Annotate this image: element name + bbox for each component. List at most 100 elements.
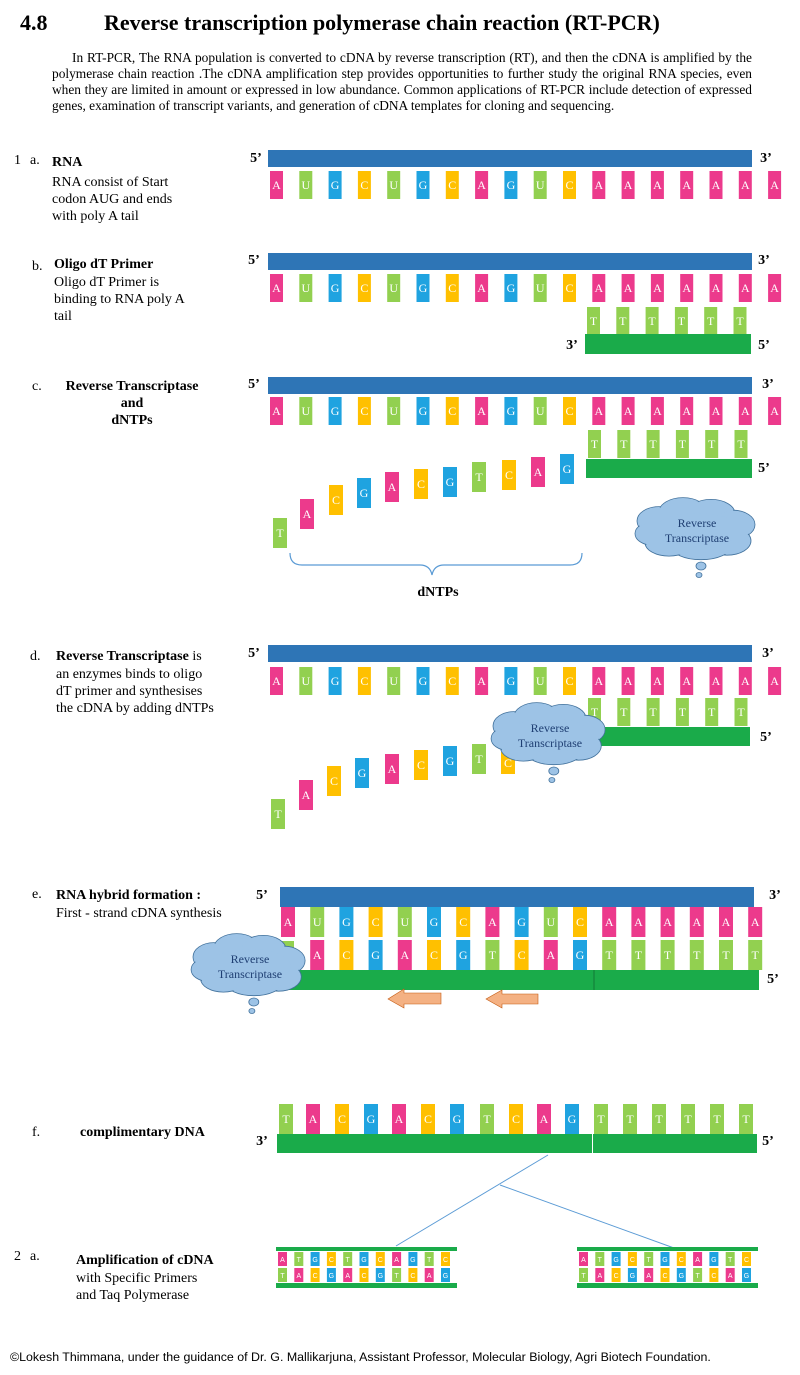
cdna-f-base-4-letter: G <box>367 1112 376 1126</box>
step-letter-2a: a. <box>30 1249 40 1264</box>
rna-c-base-18-letter: A <box>770 404 779 418</box>
amp-right-bottom-2: A <box>595 1268 605 1282</box>
amp-right-top-letter-5: T <box>647 1257 652 1264</box>
primer-c-base-3: T <box>646 430 660 458</box>
rna-c-base-1-letter: A <box>272 404 281 418</box>
rna-c-base-16-box <box>709 397 723 425</box>
enzyme-cloud-e-label-2: Transcriptase <box>218 967 282 981</box>
cdna-f-base-16: T <box>710 1104 724 1134</box>
dntp-c-6-box <box>414 469 428 499</box>
rna-c-base-7-box <box>445 397 459 425</box>
step-title-oligo-dt: Oligo dT Primer <box>54 257 154 272</box>
primer-strand-c <box>586 459 752 478</box>
rna-d-base-10: U <box>533 667 547 695</box>
rna-d-base-8-letter: A <box>477 674 486 688</box>
rna-e-base-14-letter: A <box>663 915 672 929</box>
primer-d-base-4: T <box>675 698 689 726</box>
dntp-d-8-box <box>472 744 486 774</box>
step-text-oligo-dt: Oligo dT Primer is binding to RNA poly A… <box>54 275 185 324</box>
amp-right-bottom-letter-4: G <box>630 1273 635 1280</box>
page-title: Reverse transcription polymerase chain r… <box>104 10 660 35</box>
cdna-f-base-9-box <box>509 1104 523 1134</box>
cdna-f-base-3-letter: C <box>338 1112 346 1126</box>
rna-e-base-3: G <box>339 907 354 937</box>
enzyme-cloud-d-tail-1 <box>548 766 560 776</box>
amp-left-bottom-5: A <box>343 1268 353 1282</box>
rna-a-base-6-letter: G <box>419 178 428 192</box>
rna-e-base-13-box <box>631 907 646 937</box>
rna-d-base-4-box <box>357 667 371 695</box>
amp-right-bottom-box-7 <box>676 1268 686 1282</box>
rna-d-base-13: A <box>621 667 635 695</box>
rna-b-base-5: U <box>387 274 401 302</box>
rna-c-base-16-letter: A <box>712 404 721 418</box>
dntp-d-8-letter: T <box>475 752 483 766</box>
amp-right-top-letter-11: C <box>744 1257 749 1264</box>
amp-right-bottom-letter-3: C <box>614 1273 619 1280</box>
rna-c-base-6-letter: G <box>419 404 428 418</box>
primer-d-base-5-letter: T <box>708 705 716 719</box>
amp-left-top-letter-4: C <box>329 1257 334 1264</box>
amp-right-bottom-9: C <box>709 1268 719 1282</box>
rna-c-base-1: A <box>270 397 283 425</box>
amp-right-top-letter-6: G <box>662 1257 667 1264</box>
dntps-label: dNTPs <box>417 585 459 600</box>
rna-a-base-1: A <box>270 171 283 199</box>
amp-right-top-8: A <box>693 1252 703 1266</box>
cdna-e-base-8-letter: T <box>489 948 497 962</box>
rna-a-base-7: C <box>445 171 459 199</box>
rna-d-base-18-box <box>768 667 782 695</box>
rna-c-base-18: A <box>768 397 782 425</box>
amp-left-bottom-4: G <box>326 1268 336 1282</box>
rna-b-base-5-box <box>387 274 401 302</box>
rna-b-base-3: G <box>328 274 342 302</box>
rna-e-base-14: A <box>660 907 675 937</box>
cdna-e-base-10-letter: A <box>546 948 555 962</box>
rna-e-base-11-letter: C <box>576 915 584 929</box>
rna-c-base-2-letter: U <box>301 404 310 418</box>
rna-strand-a <box>268 150 752 167</box>
primer-d-base-5-box <box>705 698 719 726</box>
rna-c-base-17-letter: A <box>741 404 750 418</box>
rna-b-base-8-box <box>475 274 489 302</box>
amp-right-top-letter-4: C <box>630 1257 635 1264</box>
cdna-f-base-3: C <box>335 1104 349 1134</box>
rna-a-base-17-letter: A <box>741 178 750 192</box>
rna-c-base-12-letter: A <box>594 404 603 418</box>
amp-left-bottom-letter-3: C <box>313 1273 318 1280</box>
rna-b-base-6-box <box>416 274 430 302</box>
dntp-d-5-letter: A <box>388 762 397 776</box>
dntp-c-2-letter: A <box>303 507 312 521</box>
rna-e-5prime: 5’ <box>256 888 268 903</box>
rna-b-base-4-letter: C <box>360 281 368 295</box>
amp-right-top-letter-9: G <box>711 1257 716 1264</box>
dntp-c-8-letter: T <box>475 470 483 484</box>
rna-c-base-5-letter: U <box>389 404 398 418</box>
cdna-f-base-11-letter: G <box>568 1112 577 1126</box>
primer-c-base-4-letter: T <box>679 437 687 451</box>
rna-c-base-12: A <box>592 397 606 425</box>
cdna-e-base-16-letter: T <box>722 948 730 962</box>
primer-b-base-4-box <box>674 307 688 335</box>
copyright-footer: ©Lokesh Thimmana, under the guidance of … <box>10 1350 711 1364</box>
rna-d-base-7: C <box>445 667 459 695</box>
dntp-c-10: A <box>531 457 545 487</box>
rna-e-base-14-box <box>660 907 675 937</box>
rna-c-base-15: A <box>680 397 694 425</box>
cdna-e-base-14-letter: T <box>664 948 672 962</box>
amp-right-top-letter-3: G <box>613 1257 618 1264</box>
amp-right-bottom-10: A <box>725 1268 735 1282</box>
dntp-c-4: G <box>357 478 371 508</box>
amp-right-top-6: G <box>660 1252 670 1266</box>
rna-e-base-15-box <box>689 907 704 937</box>
rna-b-base-11-letter: C <box>565 281 573 295</box>
rna-a-base-4: C <box>357 171 371 199</box>
rna-e-base-6-box <box>427 907 441 937</box>
amp-left-bottom-6: C <box>359 1268 369 1282</box>
dntp-c-7-box <box>443 467 457 497</box>
rna-e-base-17-letter: A <box>751 915 760 929</box>
rna-e-base-5-box <box>397 907 412 937</box>
amp-right-strand-bottom <box>577 1283 758 1288</box>
rna-a-base-9-letter: G <box>507 178 516 192</box>
rna-strand-e <box>280 887 754 907</box>
